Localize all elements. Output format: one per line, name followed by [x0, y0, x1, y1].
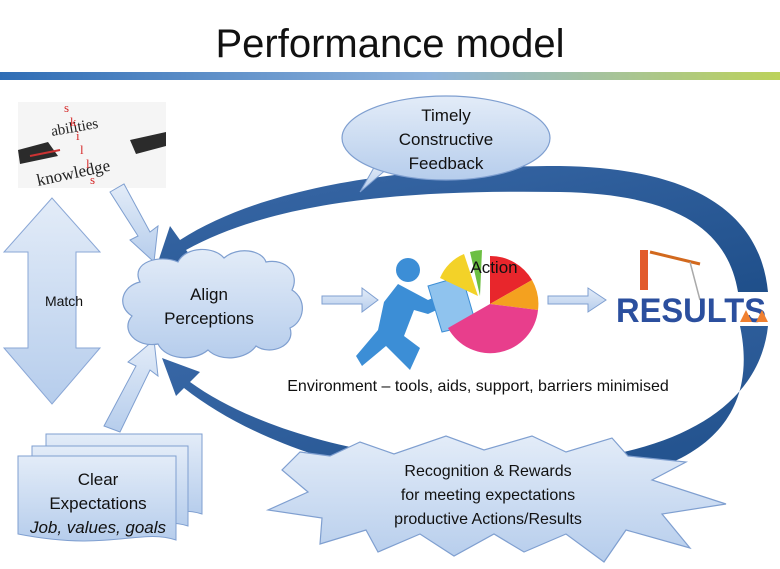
align-to-action-arrow [321, 287, 379, 313]
match-double-arrow [2, 197, 102, 405]
expectations-line-clear: Clear [77, 470, 119, 489]
expectations-line-expectations: Expectations [49, 494, 147, 513]
expectations-document-stack [17, 433, 203, 542]
svg-text:s: s [64, 100, 69, 115]
svg-text:l: l [80, 142, 84, 157]
match-label: Match [44, 293, 84, 309]
align-cloud [122, 248, 303, 359]
feedback-line-timely: Timely [421, 106, 471, 125]
recognition-starburst [265, 435, 727, 563]
feedback-ellipse [341, 95, 551, 181]
svg-text:k: k [70, 114, 77, 129]
action-label: Action [470, 258, 518, 277]
results-image: RESULTS [616, 250, 768, 330]
cycle-arrow-lower [162, 326, 768, 488]
feedback-line-constructive: Constructive [398, 130, 494, 149]
action-to-results-arrow [547, 287, 607, 313]
feedback-line-feedback: Feedback [408, 154, 484, 173]
align-perceptions-label: Align Perceptions [132, 283, 286, 331]
expectations-label: Clear Expectations Job, values, goals [22, 468, 174, 540]
title-underline-bar [0, 72, 780, 80]
cycle-arrow-upper [158, 166, 768, 292]
expectations-to-align-arrow [103, 339, 159, 433]
skills-word-skills: s k i l l s [64, 100, 95, 187]
recognition-line-2: for meeting expectations [400, 487, 576, 504]
pushing-figure-image [356, 258, 477, 370]
perceptions-line: Perceptions [164, 309, 254, 328]
feedback-label: Timely Constructive Feedback [362, 104, 530, 176]
recognition-line-1: Recognition & Rewards [404, 463, 572, 480]
page-title: Performance model [215, 22, 565, 66]
skills-knowledge-image: abilities knowledge s k i l l s [18, 100, 166, 190]
svg-text:l: l [86, 156, 90, 171]
svg-text:i: i [76, 128, 80, 143]
svg-text:s: s [90, 172, 95, 187]
skills-to-align-arrow [109, 183, 159, 264]
environment-label: Environment – tools, aids, support, barr… [287, 378, 669, 395]
expectations-italic-line: Job, values, goals [29, 518, 167, 537]
action-pie-chart [440, 250, 539, 354]
recognition-label: Recognition & Rewards for meeting expect… [338, 460, 638, 532]
results-word: RESULTS [616, 292, 766, 330]
recognition-line-3: productive Actions/Results [394, 511, 582, 528]
align-line: Align [190, 285, 228, 304]
